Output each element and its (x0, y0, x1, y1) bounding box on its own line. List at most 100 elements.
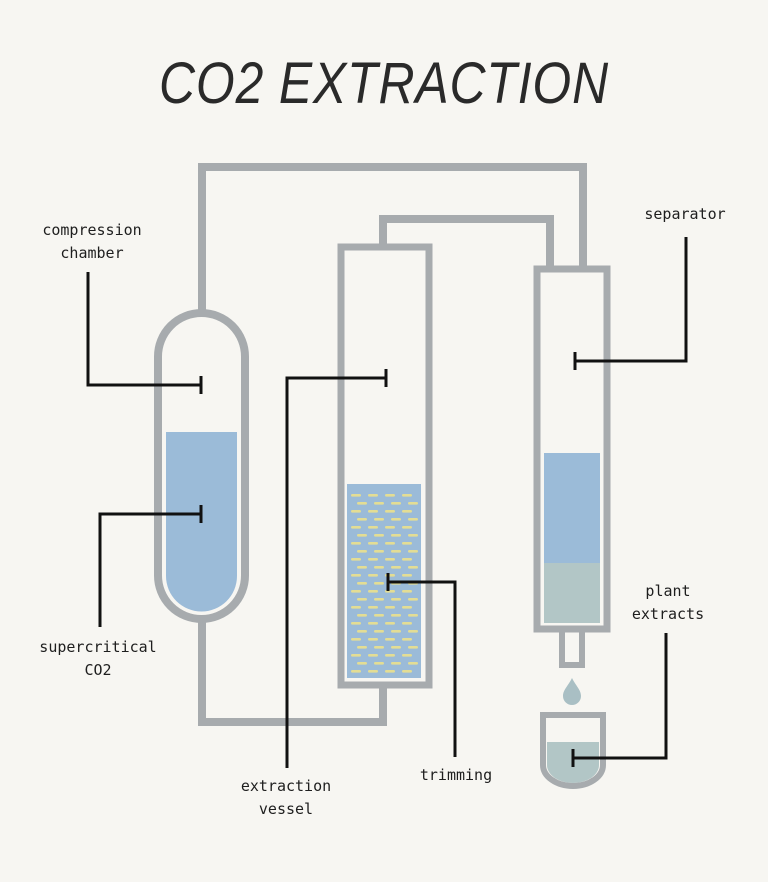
plant-flake (408, 614, 418, 617)
plant-flake (402, 558, 412, 561)
label-trimming: trimming (419, 766, 493, 784)
plant-flake (391, 614, 401, 617)
plant-flake (357, 614, 367, 617)
vessel-body (337, 243, 433, 689)
plant-flake (402, 654, 412, 657)
plant-flake (368, 622, 378, 625)
label-compression-chamber: compression chamber (42, 221, 142, 262)
plant-flake (385, 670, 395, 673)
plant-flake (374, 582, 384, 585)
plant-flake (402, 494, 412, 497)
pipes (198, 163, 587, 726)
plant-flake (402, 606, 412, 609)
plant-flake (357, 598, 367, 601)
plant-flake (391, 598, 401, 601)
plant-flake (391, 662, 401, 665)
leader-separator (575, 237, 688, 363)
plant-flake (391, 630, 401, 633)
plant-flake (357, 566, 367, 569)
plant-flake (374, 518, 384, 521)
plant-flake (351, 622, 361, 625)
pipe-chamber-to-separator (198, 163, 587, 310)
plant-flake (374, 566, 384, 569)
plant-flake (402, 574, 412, 577)
plant-flake (357, 534, 367, 537)
plant-flake (368, 574, 378, 577)
plant-flake (402, 510, 412, 513)
plant-flake (402, 622, 412, 625)
plant-flake (368, 606, 378, 609)
plant-flake (374, 550, 384, 553)
plant-flake (385, 654, 395, 657)
plant-flake (368, 558, 378, 561)
droplet-icon (563, 678, 581, 705)
plant-flake (357, 550, 367, 553)
plant-flake (351, 574, 361, 577)
plant-flake (351, 510, 361, 513)
plant-flake (408, 646, 418, 649)
plant-flake (391, 646, 401, 649)
label-supercritical-co2: supercritical CO2 (39, 638, 157, 679)
plant-flake (357, 630, 367, 633)
plant-flake (374, 598, 384, 601)
diagram-title: CO2 EXTRACTION (159, 51, 609, 116)
plant-flake (351, 558, 361, 561)
plant-flake (368, 542, 378, 545)
plant-flake (385, 510, 395, 513)
plant-flake (368, 590, 378, 593)
plant-flake (391, 550, 401, 553)
plant-flake (368, 670, 378, 673)
plant-flake (402, 526, 412, 529)
plant-flake (374, 534, 384, 537)
plant-flake (402, 542, 412, 545)
plant-flake (391, 518, 401, 521)
plant-flake (351, 670, 361, 673)
plant-flake (402, 590, 412, 593)
plant-flake (351, 606, 361, 609)
plant-flake (408, 566, 418, 569)
plant-flake (357, 582, 367, 585)
plant-flake (351, 638, 361, 641)
plant-flake (385, 494, 395, 497)
separator (533, 265, 611, 668)
plant-flake (351, 542, 361, 545)
separator-extract (544, 563, 600, 623)
plant-flake (368, 510, 378, 513)
plant-flake (351, 654, 361, 657)
separator-co2 (544, 453, 600, 563)
plant-flake (408, 630, 418, 633)
compression-chamber (154, 309, 249, 623)
plant-flake (391, 566, 401, 569)
plant-flake (408, 662, 418, 665)
pipe-chamber-to-vessel (198, 620, 387, 726)
plant-flake (351, 494, 361, 497)
leader-extraction-vessel (285, 376, 386, 768)
label-separator: separator (644, 205, 726, 223)
chamber-body (154, 309, 249, 623)
plant-flake (357, 518, 367, 521)
plant-flake (385, 558, 395, 561)
plant-flake (351, 590, 361, 593)
plant-flake (402, 670, 412, 673)
plant-flake (385, 638, 395, 641)
plant-flake (357, 646, 367, 649)
plant-flake (385, 606, 395, 609)
plant-flake (368, 526, 378, 529)
cup-body (540, 712, 606, 789)
plant-flake (385, 542, 395, 545)
plant-flake (357, 662, 367, 665)
leader-compression-chamber (86, 272, 201, 387)
plant-flake (374, 502, 384, 505)
plant-flake (374, 630, 384, 633)
label-plant-extracts: plant extracts (631, 582, 705, 623)
plant-flake (408, 502, 418, 505)
plant-flake (408, 598, 418, 601)
plant-flake (374, 662, 384, 665)
label-extraction-vessel: extraction vessel (240, 777, 332, 818)
plant-flake (391, 534, 401, 537)
pipe-vessel-to-separator (379, 215, 554, 270)
extraction-vessel (337, 243, 433, 689)
plant-flake (385, 526, 395, 529)
